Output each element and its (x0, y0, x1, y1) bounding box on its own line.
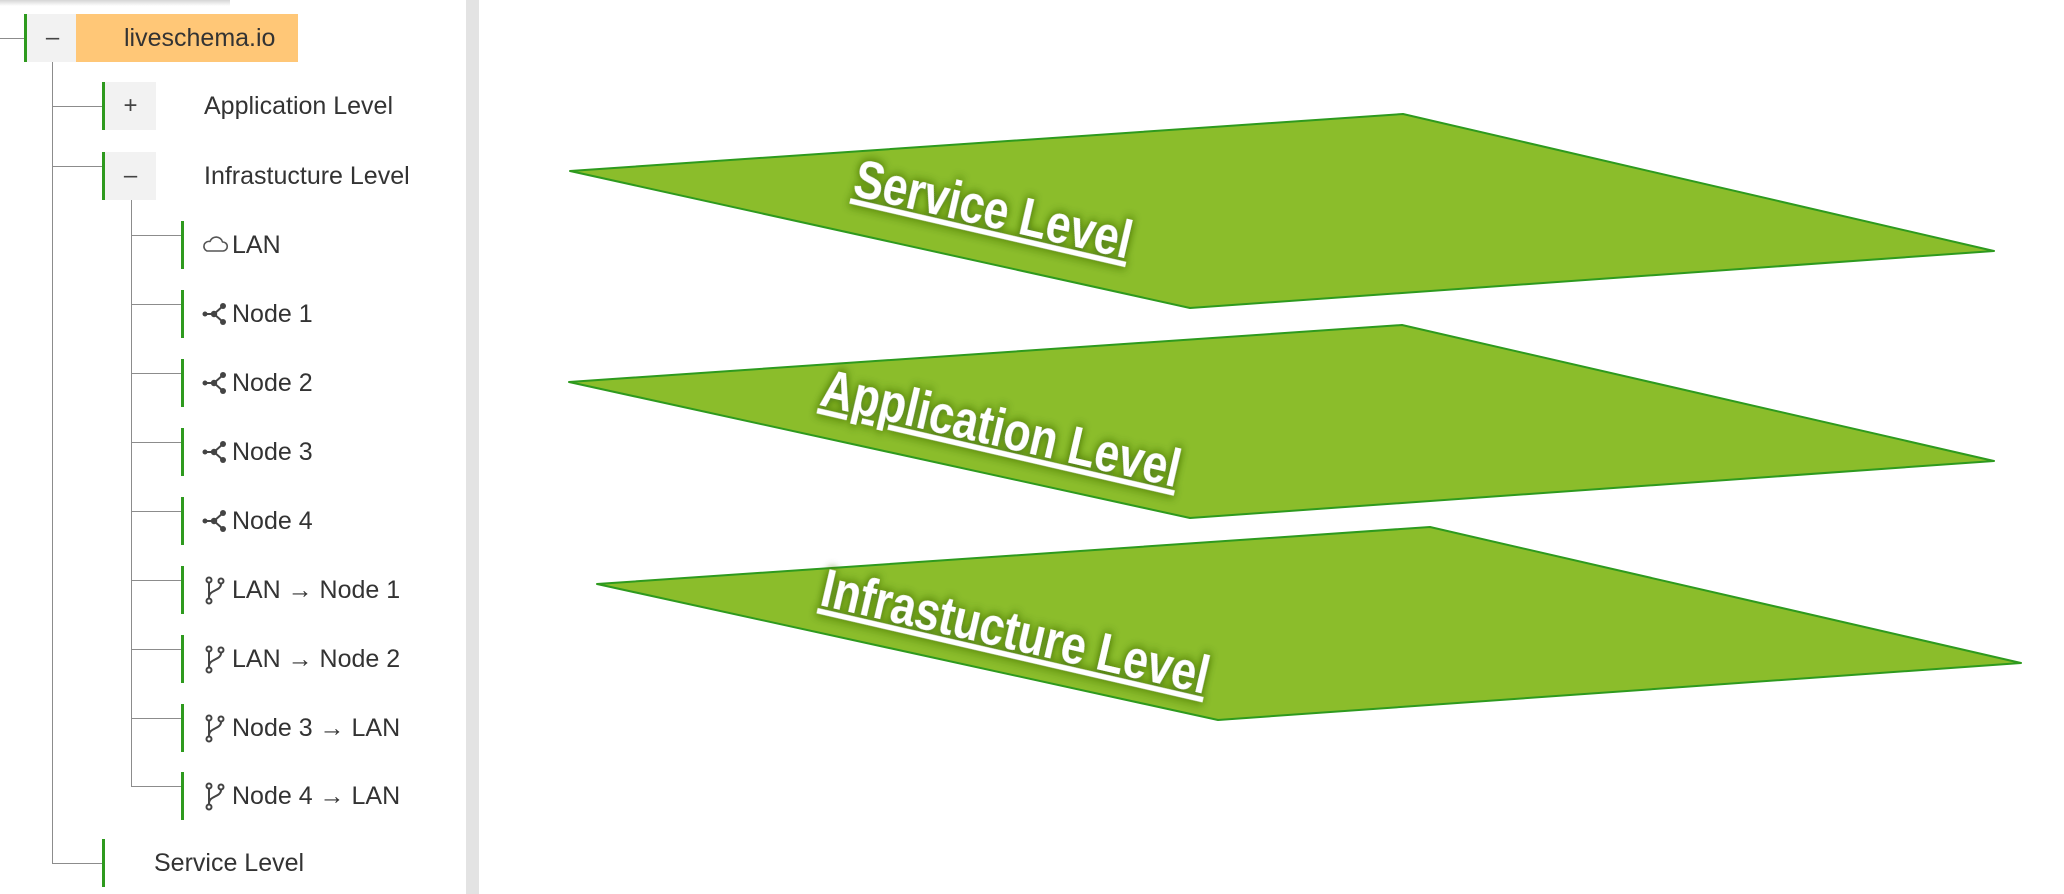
tree-bar (181, 635, 184, 683)
tree-connector (52, 166, 102, 167)
tree-bar (181, 497, 184, 545)
branch-icon (200, 781, 230, 811)
tree-item-label: Node 2 (232, 368, 313, 397)
tree-bar (181, 772, 184, 820)
tree-connector (52, 106, 102, 107)
node-icon (200, 437, 230, 467)
tree-item-node-4-lan[interactable]: Node 4 → LAN (200, 772, 400, 820)
branch-icon (200, 644, 230, 674)
tree-connector (131, 304, 181, 305)
tree-item-label: Node 4 (232, 506, 313, 535)
tree-connector (52, 62, 53, 863)
panel-top-shadow (0, 0, 230, 6)
node-icon (200, 506, 230, 536)
cloud-icon (200, 230, 230, 260)
tree-panel: – liveschema.io + Application Level – In… (0, 0, 466, 894)
plane-surface (569, 113, 1995, 309)
collapse-toggle[interactable]: – (27, 14, 78, 62)
tree-item-node-4[interactable]: Node 4 (200, 497, 313, 545)
tree-item-node-2[interactable]: Node 2 (200, 359, 313, 407)
tree-item-node-3[interactable]: Node 3 (200, 428, 313, 476)
tree-item-label: LAN → Node 1 (232, 575, 401, 604)
tree-bar (181, 359, 184, 407)
plane-infrastucture-level[interactable]: Infrastucture Level (596, 526, 2022, 721)
tree-connector (131, 235, 181, 236)
tree-connector (131, 649, 181, 650)
tree-item-label: Node 3 (232, 437, 313, 466)
branch-icon (200, 575, 230, 605)
tree-bar (181, 704, 184, 752)
expand-toggle[interactable]: + (105, 82, 156, 130)
tree-bar (181, 428, 184, 476)
plane-service-level[interactable]: Service Level (569, 113, 1995, 309)
tree-item-label: Node 1 (232, 299, 313, 328)
tree-connector (131, 373, 181, 374)
tree-bar (102, 82, 105, 130)
tree-connector (131, 511, 181, 512)
tree-connector (131, 442, 181, 443)
tree-item-lan-node-2[interactable]: LAN → Node 2 (200, 635, 400, 683)
tree-connector (131, 580, 181, 581)
tree-connector (52, 863, 102, 864)
plane-surface (568, 324, 1995, 519)
layer-stage[interactable]: Service Level Application Level Infrastu… (479, 0, 2064, 894)
tree-item-lan[interactable]: LAN (200, 221, 281, 269)
collapse-toggle[interactable]: – (105, 152, 156, 200)
tree-item-lan-node-1[interactable]: LAN → Node 1 (200, 566, 400, 614)
panel-divider[interactable] (466, 0, 479, 894)
tree-bar (181, 566, 184, 614)
tree-bar (102, 152, 105, 200)
tree-connector (131, 718, 181, 719)
tree-bar (24, 14, 27, 62)
node-icon (200, 299, 230, 329)
tree-item-service-level[interactable]: Service Level (154, 849, 305, 877)
tree-item-application-level[interactable]: Application Level (204, 92, 394, 120)
branch-icon (200, 713, 230, 743)
tree-bar (181, 221, 184, 269)
plane-application-level[interactable]: Application Level (568, 324, 1995, 519)
plane-surface (596, 526, 2022, 721)
tree-item-node-1[interactable]: Node 1 (200, 290, 313, 338)
tree-item-label: Node 3 → LAN (232, 713, 401, 742)
tree-root-item[interactable]: liveschema.io (76, 14, 298, 62)
tree-connector (131, 786, 181, 787)
tree-connector (131, 196, 132, 786)
tree-bar (181, 290, 184, 338)
tree-item-node-3-lan[interactable]: Node 3 → LAN (200, 704, 400, 752)
tree-bar (102, 839, 105, 887)
tree-item-infrastucture-level[interactable]: Infrastucture Level (204, 162, 410, 190)
tree-item-label: LAN (232, 230, 281, 259)
tree-item-label: LAN → Node 2 (232, 644, 401, 673)
tree-connector (0, 38, 24, 39)
tree-item-label: Node 4 → LAN (232, 781, 401, 810)
node-icon (200, 368, 230, 398)
